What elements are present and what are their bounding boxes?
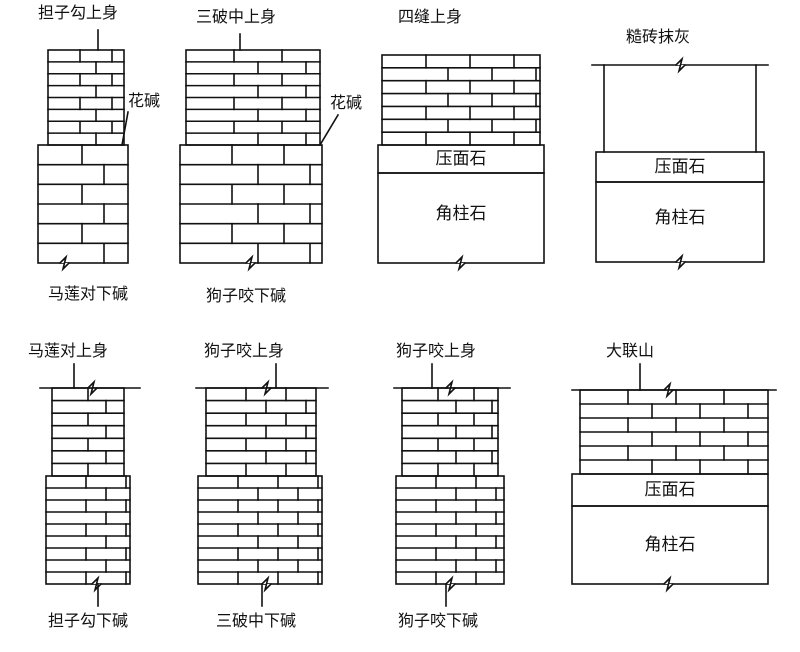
elevation-t1 <box>37 49 129 272</box>
label-t2-lower: 狗子咬下碱 <box>206 286 287 305</box>
b2-lower-courses <box>197 475 323 585</box>
label-t4-base: 角柱石 <box>654 208 706 228</box>
elevation-b1 <box>39 379 141 593</box>
t2-lower-courses <box>179 144 323 264</box>
b1-lower-courses <box>45 475 131 585</box>
label-t3-upper: 四缝上身 <box>398 7 463 26</box>
leader-line-t1 <box>121 111 129 146</box>
elevation-b2 <box>195 379 329 593</box>
elevation-t4 <box>591 56 769 271</box>
t3-upper-courses <box>381 54 541 146</box>
b3-upper-courses <box>401 387 499 477</box>
t2-upper-courses <box>185 49 321 146</box>
t1-upper-courses <box>47 49 125 146</box>
label-b1-lower: 担子勾下碱 <box>48 611 129 630</box>
b1-upper-courses <box>51 387 125 477</box>
elevation-b4 <box>571 381 777 593</box>
label-t2-upper: 三破中上身 <box>196 7 277 26</box>
b4-upper-courses <box>579 389 769 475</box>
label-t3-base: 角柱石 <box>435 204 487 224</box>
label-b1-upper: 马莲对上身 <box>28 341 109 360</box>
label-b3-lower: 狗子咬下碱 <box>398 611 479 630</box>
label-b4-cap: 压面石 <box>644 480 696 500</box>
elevation-b3 <box>393 379 511 593</box>
elevation-t3 <box>377 54 545 272</box>
label-b2-upper: 狗子咬上身 <box>204 341 285 360</box>
label-t4-upper: 糙砖抹灰 <box>626 27 691 46</box>
label-b4-upper: 大联山 <box>606 341 655 360</box>
label-t1-joint: 花碱 <box>128 91 161 110</box>
label-t4-cap: 压面石 <box>654 157 706 177</box>
b3-lower-courses <box>395 475 505 585</box>
b2-upper-courses <box>205 387 317 477</box>
leader-line-t2 <box>318 113 340 147</box>
elevation-t2 <box>179 49 323 272</box>
label-b4-base: 角柱石 <box>644 535 696 555</box>
label-t3-cap: 压面石 <box>435 149 487 169</box>
label-t1-upper: 担子勾上身 <box>38 3 119 22</box>
label-b2-lower: 三破中下碱 <box>216 611 297 630</box>
label-b3-upper: 狗子咬上身 <box>396 341 477 360</box>
label-t2-joint: 花碱 <box>330 93 363 112</box>
t1-lower-courses <box>37 144 129 264</box>
label-t1-lower: 马莲对下碱 <box>48 284 129 303</box>
